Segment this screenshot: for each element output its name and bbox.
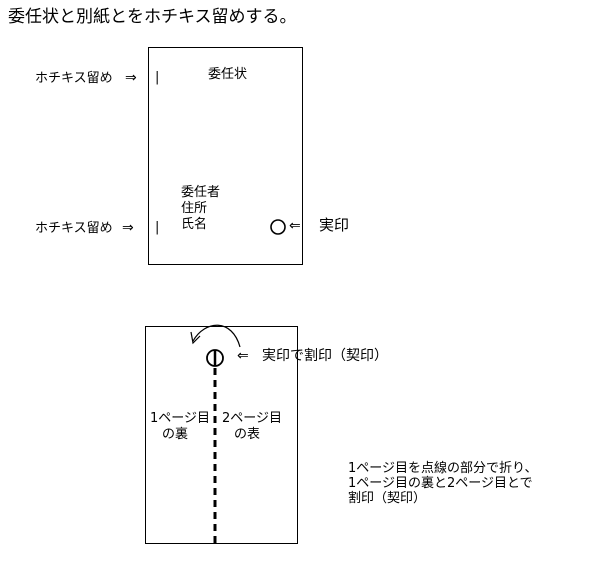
left-half-label-line2: の裏 [162,427,189,442]
signer-line-address: 住所 [181,201,208,216]
arrow-right-icon: ⇒ [125,70,137,86]
note-line-2: 1ページ目の裏と2ページ目とで [348,476,533,491]
left-half-label-line1: 1ページ目 [150,411,211,426]
seal-label: 実印 [319,216,350,234]
right-half-label-line2: の表 [234,427,261,442]
seal-arrow-left-icon: ⇐ [237,348,249,364]
staple-mark-bottom: | [155,220,160,235]
arrow-right-icon: ⇒ [122,220,134,236]
note-line-1: 1ページ目を点線の部分で折り、 [348,461,538,476]
note-line-3: 割印（契印） [348,491,427,506]
signer-line-principal: 委任者 [181,185,221,200]
staple-label-bottom: ホチキス留め [35,221,113,236]
staple-mark-top: | [155,70,160,85]
page-title: 委任状と別紙とをホチキス留めする。 [8,7,297,27]
tally-seal-label: 実印で割印（契印） [262,348,388,364]
document-title: 委任状 [208,67,248,82]
staple-label-top: ホチキス留め [35,71,113,86]
seal-arrow-left-icon: ⇐ [289,218,301,234]
signer-line-name: 氏名 [181,217,208,232]
right-half-label-line1: 2ページ目 [222,411,283,426]
